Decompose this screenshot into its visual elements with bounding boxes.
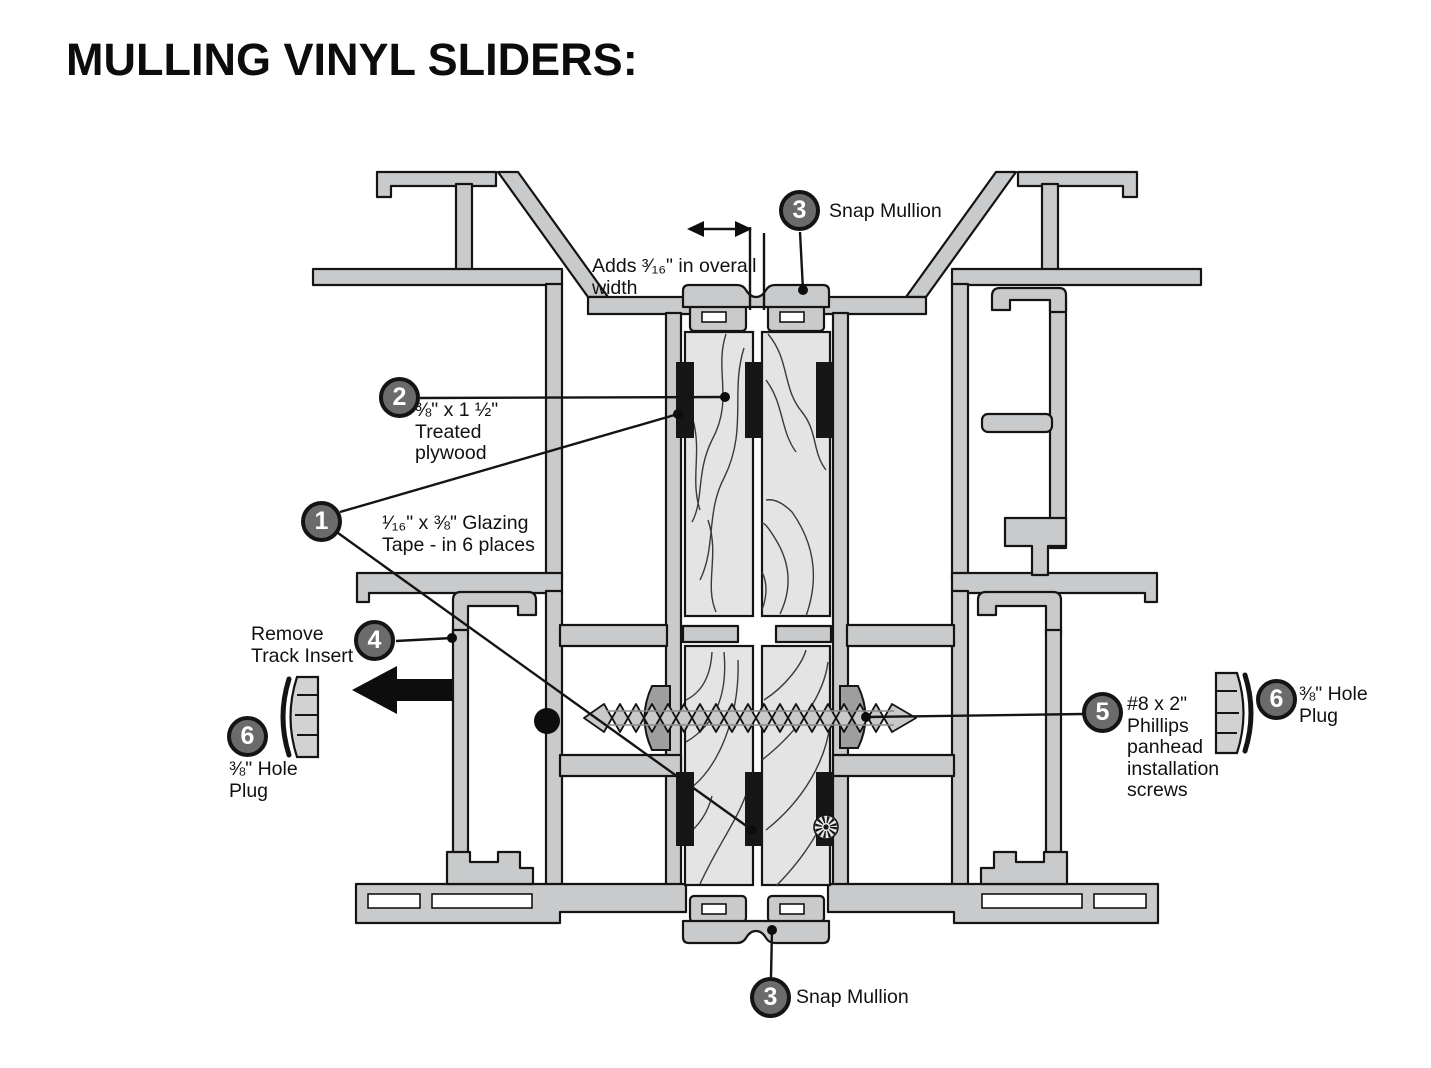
snap-mullion-bottom-label: Snap Mullion <box>796 986 909 1008</box>
callout-3-snap-mullion-top: 3 <box>779 190 820 231</box>
glazing-tape-label: ¹⁄₁₆" x ⅜" Glazing Tape - in 6 places <box>382 512 535 556</box>
callout-1-glazing-tape: 1 <box>301 501 342 542</box>
width-dimension-arrow-icon <box>687 221 766 310</box>
hole-plug-left-label: ⅜" Hole Plug <box>229 758 298 802</box>
removal-direction-arrow-icon <box>352 666 452 714</box>
snap-mullion-top <box>681 283 831 333</box>
screw-access-hole <box>534 708 560 734</box>
center-ribs <box>681 624 833 644</box>
installation-screws-label: #8 x 2" Phillips panhead installation sc… <box>1127 693 1220 801</box>
right-frame-profile <box>767 170 1203 925</box>
remove-track-insert-label: Remove Track Insert <box>251 623 354 667</box>
callout-6-hole-plug-left: 6 <box>227 716 268 757</box>
track-insert-right <box>976 590 1069 886</box>
plywood-spacers <box>676 330 834 887</box>
hole-plug-right-label: ⅜" Hole Plug <box>1299 683 1368 727</box>
treated-plywood-label: ⅜" x 1 ½" Treated plywood <box>415 399 499 464</box>
callout-3-snap-mullion-bottom: 3 <box>750 977 791 1018</box>
hole-plug-right-illustration <box>1214 671 1254 755</box>
width-note-label: Adds ³⁄₁₆" in overall width <box>592 255 757 299</box>
callout-4-track-insert: 4 <box>354 620 395 661</box>
snap-mullion-bottom <box>681 894 831 945</box>
callout-6-hole-plug-right: 6 <box>1256 679 1297 720</box>
callout-5-screws: 5 <box>1082 692 1123 733</box>
hole-plug-left-illustration <box>280 675 320 759</box>
screw-head-end-on <box>813 814 839 840</box>
snap-mullion-top-label: Snap Mullion <box>829 200 942 222</box>
page-title: MULLING VINYL SLIDERS: <box>66 34 638 85</box>
callout-2-plywood: 2 <box>379 377 420 418</box>
track-insert-left <box>445 590 538 886</box>
left-frame-profile <box>311 170 747 925</box>
leader-lines <box>337 231 1084 978</box>
installation-screw <box>583 685 917 751</box>
